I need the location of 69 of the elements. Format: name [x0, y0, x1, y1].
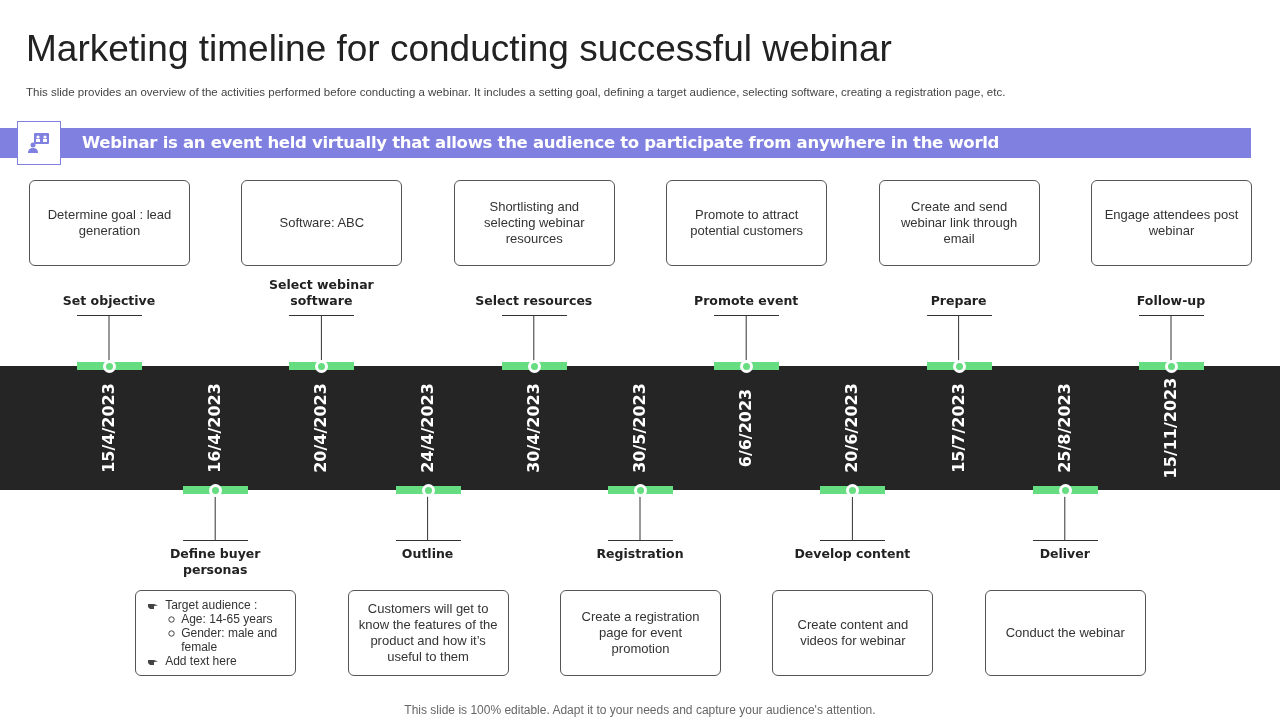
box-text: Promote to attract potential customers [689, 207, 805, 239]
bullet-text: Gender: male and female [181, 626, 279, 654]
box-text: Conduct the webinar [1005, 625, 1125, 641]
description-box [1091, 180, 1252, 266]
date-label: 20/4/2023 [310, 383, 332, 473]
leader-line [320, 314, 322, 363]
date-label: 25/8/2023 [1053, 383, 1075, 473]
step-heading: Select resources [468, 293, 599, 315]
leader-line [958, 314, 960, 363]
box-text: Create and send webinar link through email [899, 199, 1019, 247]
description-box [772, 590, 934, 676]
step-heading: Promote event [681, 293, 812, 315]
box-text: Shortlisting and selecting webinar resources [483, 199, 586, 247]
step-heading: Define buyer personas [150, 540, 281, 578]
date-label: 30/5/2023 [629, 383, 650, 473]
timeline-marker [289, 362, 355, 370]
timeline-marker [714, 362, 780, 370]
step-heading: Develop content [787, 540, 918, 562]
leader-line [1170, 314, 1172, 363]
box-text: Software: ABC [279, 215, 365, 231]
slide-description: This slide provides an overview of the activities performed before conducting a webinar. It includes a setting goal, defining a target audience, selecting software, creating a registration page, etc. [26, 85, 1006, 99]
description-box [666, 180, 828, 266]
timeline-marker [395, 486, 461, 494]
timeline-marker [77, 362, 142, 370]
timeline-marker [1139, 362, 1204, 370]
banner-band [0, 128, 1251, 158]
step-heading: Follow-up [1106, 293, 1236, 315]
timeline-marker [608, 486, 673, 494]
step-heading: Select webinar software [256, 277, 387, 315]
timeline-marker [501, 362, 567, 370]
slide-title: Marketing timeline for conducting successful webinar [26, 27, 892, 71]
step-heading: Registration [575, 540, 705, 562]
timeline-marker [183, 486, 249, 494]
date-label: 15/7/2023 [947, 383, 969, 473]
step-heading: Deliver [999, 540, 1130, 562]
box-text: Create content and videos for webinar [796, 617, 910, 649]
leader-line [745, 314, 747, 363]
description-box [29, 180, 190, 266]
description-box [453, 180, 615, 266]
step-heading: Outline [362, 540, 493, 562]
step-heading: Prepare [893, 293, 1024, 315]
date-label: 30/4/2023 [522, 383, 544, 473]
description-box [241, 180, 403, 266]
description-box [347, 590, 509, 676]
description-box [984, 590, 1146, 676]
timeline-marker [820, 486, 886, 494]
box-text: Engage attendees post webinar [1103, 207, 1240, 239]
box-text: Create a registration page for event promotion [580, 609, 701, 657]
timeline-marker [926, 362, 992, 370]
box-text: Determine goal : lead generation [46, 207, 173, 239]
leader-line [108, 314, 110, 363]
date-label: 20/6/2023 [841, 383, 863, 473]
footer-note: This slide is 100% editable. Adapt it to your needs and capture your audience's attention. [403, 702, 877, 719]
description-box [878, 180, 1040, 266]
step-heading: Set objective [44, 293, 174, 315]
banner-text: Webinar is an event held virtually that allows the audience to participate from anywhere in the world [82, 131, 1000, 154]
timeline-marker [1032, 486, 1098, 494]
bullet-text: Target audience : [165, 598, 258, 612]
date-label: 16/4/2023 [204, 383, 226, 473]
description-box [135, 590, 297, 676]
date-label: 15/4/2023 [98, 383, 119, 473]
description-box [560, 590, 721, 676]
bullet-text: Add text here [165, 654, 237, 668]
leader-line [533, 314, 535, 363]
date-label: 15/11/2023 [1160, 377, 1181, 479]
date-label: 6/6/2023 [735, 388, 757, 468]
box-text: Customers will get to know the features of the product and how it’s useful to them [358, 601, 498, 665]
date-label: 24/4/2023 [416, 383, 438, 473]
bullet-text: Age: 14-65 years [181, 612, 273, 626]
